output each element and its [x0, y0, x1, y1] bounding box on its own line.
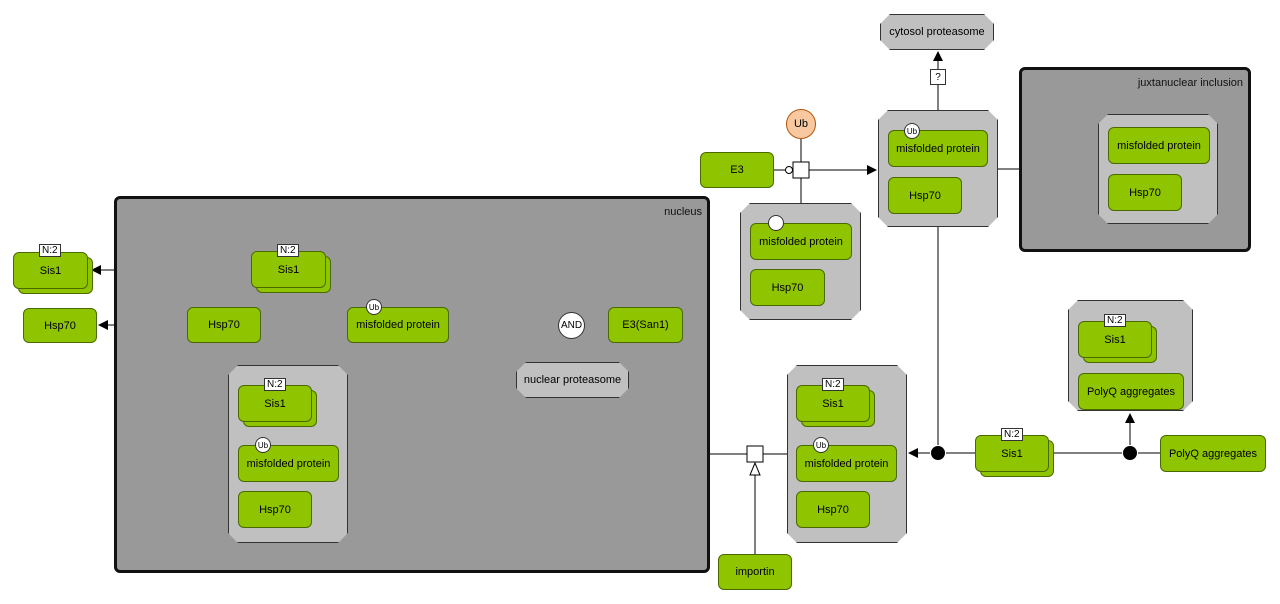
- importin[interactable]: importin: [718, 554, 792, 590]
- sis1[interactable]: Sis1: [1078, 321, 1152, 358]
- node-label: Hsp70: [771, 281, 804, 294]
- node-label: ?: [935, 71, 941, 83]
- hsp70[interactable]: Hsp70: [238, 491, 312, 528]
- node-label: Hsp70: [817, 503, 849, 516]
- hsp70[interactable]: Hsp70: [1108, 174, 1182, 211]
- multimer-unit-label: N:2: [1001, 428, 1023, 441]
- node-label: misfolded protein: [896, 142, 980, 155]
- misfolded-protein[interactable]: misfolded protein: [888, 130, 988, 167]
- misfolded-protein[interactable]: misfolded protein: [796, 445, 897, 482]
- hsp70[interactable]: Hsp70: [796, 491, 870, 528]
- hsp70-outside[interactable]: Hsp70: [23, 308, 97, 343]
- stimulation-arrowhead: [749, 461, 761, 476]
- node-label: Sis1: [277, 263, 300, 276]
- ub-badge: Ub: [904, 123, 920, 139]
- node-label: misfolded protein: [1117, 139, 1201, 152]
- cytosol-proteasome[interactable]: cytosol proteasome: [880, 14, 994, 50]
- process-node[interactable]: [792, 161, 810, 179]
- e3-san1[interactable]: E3(San1): [608, 307, 683, 343]
- node-label: Sis1: [1001, 447, 1023, 460]
- node-label: importin: [735, 566, 775, 578]
- misfolded-protein[interactable]: misfolded protein: [238, 445, 339, 482]
- node-label: Hsp70: [208, 319, 240, 331]
- ub-badge: Ub: [813, 437, 829, 453]
- ub-badge: Ub: [255, 437, 271, 453]
- node-label: misfolded protein: [356, 319, 440, 331]
- polyq-aggregates[interactable]: PolyQ aggregates: [1160, 435, 1266, 472]
- sis1[interactable]: Sis1: [796, 385, 870, 422]
- node-label: E3: [730, 164, 744, 176]
- node-label: cytosol proteasome: [889, 26, 985, 38]
- ub-badge: Ub: [366, 299, 382, 315]
- node-label: PolyQ aggregates: [1086, 385, 1176, 398]
- and-operator[interactable]: AND: [558, 312, 585, 339]
- process-node[interactable]: [746, 445, 764, 463]
- ub-small-molecule[interactable]: Ub: [786, 109, 816, 139]
- multimer-unit-label: N:2: [1104, 314, 1126, 327]
- sis1[interactable]: Sis1: [238, 385, 312, 422]
- node-label: Ub: [793, 118, 809, 130]
- node-label: AND: [560, 320, 583, 331]
- node-label: misfolded protein: [759, 235, 843, 248]
- node-label: Hsp70: [909, 189, 941, 202]
- multimer-unit-label: N:2: [264, 378, 286, 391]
- node-label: PolyQ aggregates: [1168, 447, 1258, 460]
- node-label: Sis1: [264, 397, 286, 410]
- node-label: Sis1: [39, 264, 62, 277]
- multimer-unit-label: N:2: [39, 244, 61, 257]
- misfolded-protein[interactable]: misfolded protein: [1108, 127, 1210, 164]
- uncertain-process[interactable]: ?: [930, 69, 946, 85]
- multimer-unit-label: N:2: [277, 244, 299, 257]
- sis1-outside[interactable]: Sis1: [13, 252, 88, 289]
- node-label: Sis1: [822, 397, 844, 410]
- compartment-label: nucleus: [664, 206, 702, 218]
- misfolded-protein[interactable]: misfolded protein: [750, 223, 852, 260]
- node-label: Sis1: [1104, 333, 1126, 346]
- sis1-cytosol[interactable]: Sis1: [975, 435, 1049, 472]
- e3[interactable]: E3: [700, 152, 774, 188]
- association-node[interactable]: [1123, 446, 1137, 460]
- node-label: Hsp70: [259, 503, 291, 516]
- hsp70[interactable]: Hsp70: [888, 177, 962, 214]
- node-label: misfolded protein: [246, 457, 331, 470]
- nuclear-proteasome[interactable]: nuclear proteasome: [516, 362, 629, 398]
- hsp70-nucleus[interactable]: Hsp70: [187, 307, 261, 343]
- node-label: Hsp70: [44, 319, 76, 332]
- node-label: E3(San1): [622, 319, 669, 331]
- misfolded-protein-nucleus[interactable]: misfolded protein: [347, 307, 449, 343]
- node-label: Hsp70: [1129, 186, 1161, 199]
- polyq-aggregates-in-complex[interactable]: PolyQ aggregates: [1078, 373, 1184, 410]
- association-node[interactable]: [931, 446, 945, 460]
- multimer-unit-label: N:2: [822, 378, 844, 391]
- empty-state-variable: [768, 215, 784, 231]
- hsp70[interactable]: Hsp70: [750, 269, 825, 306]
- node-label: misfolded protein: [804, 457, 889, 470]
- compartment-label: juxtanuclear inclusion: [1137, 77, 1243, 89]
- node-label: nuclear proteasome: [523, 374, 622, 386]
- catalysis-marker: [785, 166, 793, 174]
